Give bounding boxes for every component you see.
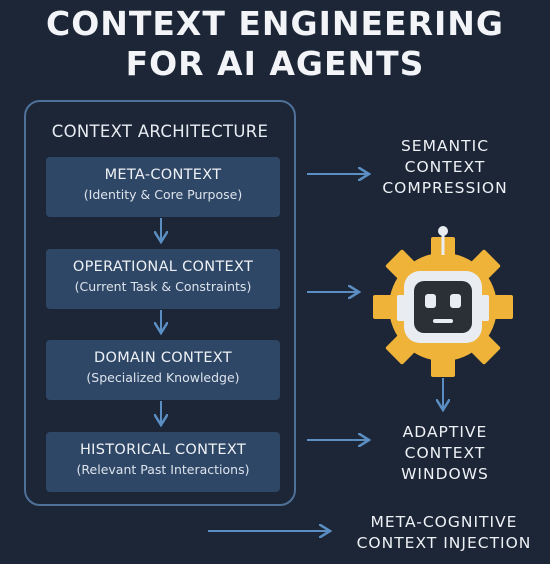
feature-line: SEMANTIC [400, 137, 490, 155]
feature-adaptive-windows: ADAPTIVE CONTEXT WINDOWS [370, 422, 520, 485]
feature-meta-cognitive-injection: META-COGNITIVE CONTEXT INJECTION [338, 512, 550, 554]
architecture-title: CONTEXT ARCHITECTURE [51, 122, 269, 141]
context-architecture-panel: CONTEXT ARCHITECTURE META-CONTEXT (Ident… [24, 100, 296, 506]
layer-name: META-CONTEXT [104, 167, 222, 183]
feature-line: CONTEXT [404, 444, 486, 462]
layer-domain-context: DOMAIN CONTEXT (Specialized Knowledge) [46, 340, 280, 400]
layer-name: HISTORICAL CONTEXT [79, 442, 247, 458]
layer-historical-context: HISTORICAL CONTEXT (Relevant Past Intera… [46, 432, 280, 492]
layer-description: (Specialized Knowledge) [86, 370, 240, 385]
feature-semantic-compression: SEMANTIC CONTEXT COMPRESSION [370, 136, 520, 199]
title-line-1: CONTEXT ENGINEERING [45, 4, 504, 43]
layer-description: (Relevant Past Interactions) [76, 462, 250, 477]
layer-name: DOMAIN CONTEXT [94, 350, 232, 366]
layer-description: (Current Task & Constraints) [74, 279, 252, 294]
layer-operational-context: OPERATIONAL CONTEXT (Current Task & Cons… [46, 249, 280, 309]
feature-line: ADAPTIVE [402, 423, 488, 441]
robot-gear-icon [373, 226, 513, 377]
feature-line: CONTEXT INJECTION [356, 534, 532, 552]
layer-description: (Identity & Core Purpose) [83, 187, 243, 202]
layer-meta-context: META-CONTEXT (Identity & Core Purpose) [46, 157, 280, 217]
feature-line: COMPRESSION [382, 179, 508, 197]
layer-name: OPERATIONAL CONTEXT [72, 259, 254, 275]
feature-line: WINDOWS [401, 465, 489, 483]
feature-line: META-COGNITIVE [370, 513, 518, 531]
feature-line: CONTEXT [404, 158, 486, 176]
title-line-2: FOR AI AGENTS [125, 44, 425, 83]
